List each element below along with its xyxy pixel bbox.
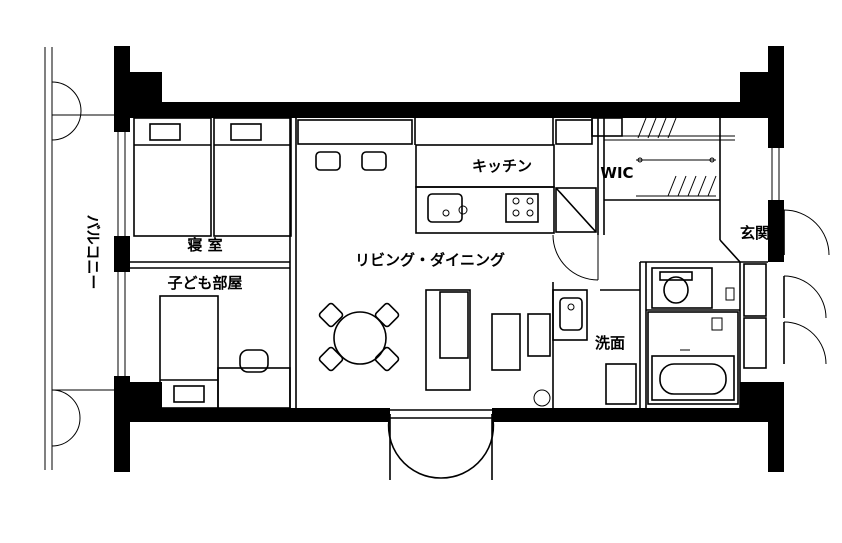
washbasin	[527, 289, 637, 407]
balcony-door	[387, 409, 495, 480]
balcony	[44, 47, 118, 470]
wic-rail	[591, 117, 735, 197]
interior-walls	[130, 118, 768, 408]
entrance-door	[743, 209, 830, 369]
room-label-living-dining: リビング・ダイニング	[355, 251, 505, 269]
room-label-kitchen: キッチン	[472, 157, 532, 175]
sofa	[425, 289, 471, 391]
tv-table	[491, 313, 521, 371]
bed-right	[213, 117, 292, 237]
room-label-kids-room: 子ども部屋	[167, 274, 242, 292]
bathtub	[647, 311, 739, 405]
room-label-wic: WIC	[600, 164, 633, 182]
desk-kids	[217, 349, 291, 409]
room-label-washroom: 洗面	[595, 334, 625, 352]
room-label-entrance: 玄関	[740, 224, 770, 242]
toilet	[651, 267, 735, 309]
bed-kids	[159, 295, 219, 409]
bed-left	[133, 117, 212, 237]
kitchen-counter	[297, 119, 597, 234]
dining-set	[318, 302, 400, 372]
room-label-bedroom: 寝 室	[187, 236, 222, 254]
balcony-label: バルコニー	[84, 215, 102, 290]
